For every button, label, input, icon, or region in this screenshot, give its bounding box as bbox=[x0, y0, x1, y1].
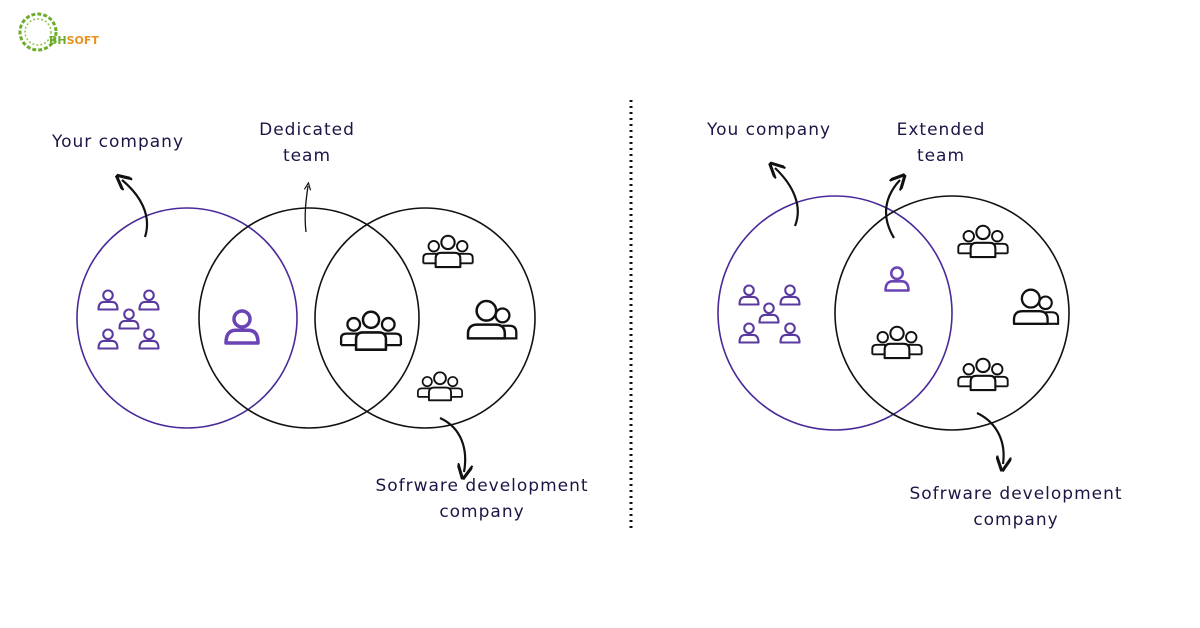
right-diagram bbox=[717, 168, 1070, 464]
bhsoft-logo: BHSOFT bbox=[18, 10, 99, 54]
team-group-icon bbox=[339, 310, 403, 351]
client-people-icon bbox=[738, 284, 801, 344]
team-arrow bbox=[885, 180, 900, 239]
left-vendor-label: Sofrware development company bbox=[352, 473, 612, 525]
dedicated-person-icon bbox=[224, 309, 260, 345]
left-vendor-label-line1: Sofrware development bbox=[375, 476, 589, 496]
vendor-circle bbox=[834, 195, 1070, 431]
team-group-icon bbox=[871, 325, 923, 360]
client-arrow bbox=[775, 168, 799, 227]
right-vendor-label-line1: Sofrware development bbox=[909, 484, 1123, 504]
right-team-label: Extended team bbox=[871, 117, 1011, 169]
team-arrow bbox=[305, 186, 308, 233]
left-team-label-line1: Dedicated bbox=[259, 120, 355, 140]
left-team-label: Dedicated team bbox=[237, 117, 377, 169]
right-vendor-label: Sofrware development company bbox=[886, 481, 1146, 533]
client-arrow bbox=[122, 180, 149, 238]
client-circle bbox=[717, 195, 953, 431]
logo-text: BHSOFT bbox=[49, 34, 99, 47]
team-circle bbox=[198, 207, 420, 429]
extended-person-icon bbox=[884, 266, 910, 292]
vendor-arrow bbox=[976, 412, 1004, 464]
left-team-label-line2: team bbox=[282, 146, 332, 166]
vendor-circle bbox=[314, 207, 536, 429]
client-people-icon bbox=[97, 289, 160, 350]
left-vendor-label-line2: company bbox=[439, 502, 525, 522]
right-team-label-line2: team bbox=[916, 146, 966, 166]
vendor-arrow bbox=[439, 416, 465, 472]
vendor-people-icon bbox=[416, 234, 518, 402]
left-client-label: Your company bbox=[51, 132, 185, 152]
left-diagram bbox=[76, 180, 536, 472]
client-circle bbox=[76, 207, 298, 429]
right-client-label: You company bbox=[706, 120, 832, 140]
right-team-label-line1: Extended bbox=[896, 120, 986, 140]
right-vendor-label-line2: company bbox=[973, 510, 1059, 530]
vendor-people-icon bbox=[957, 224, 1060, 392]
logo-ring-icon bbox=[18, 12, 58, 52]
